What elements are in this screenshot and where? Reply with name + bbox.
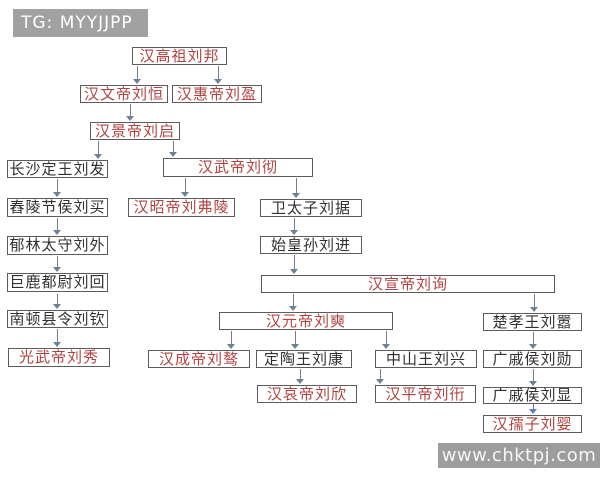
edge-arrow-yuandi-liukang: [291, 331, 300, 349]
arrow-line: [173, 141, 174, 153]
arrow-head-icon: [133, 79, 141, 84]
arrow-line: [57, 256, 58, 268]
edge-arrow-wendi-jingdi: [126, 104, 135, 121]
node-pingdi: 汉平帝刘衎: [375, 385, 476, 403]
node-aidi: 汉哀帝刘欣: [257, 385, 357, 403]
arrow-head-icon: [53, 304, 61, 309]
node-zhaodi: 汉昭帝刘弗陵: [128, 198, 235, 217]
node-liuhui: 巨鹿都尉刘回: [7, 273, 108, 292]
arrow-head-icon: [53, 267, 61, 272]
node-liujin: 始皇孙刘进: [260, 236, 362, 254]
arrow-head-icon: [382, 344, 390, 349]
arrow-line: [294, 218, 295, 231]
arrow-line: [533, 404, 534, 410]
edge-arrow-xuandi-yuandi: [289, 294, 298, 311]
node-liuwai: 郁林太守刘外: [7, 236, 108, 255]
arrow-line: [296, 178, 297, 194]
arrow-head-icon: [290, 230, 298, 235]
arrow-line: [98, 141, 99, 155]
edge-arrow-wudi-liuju: [292, 178, 301, 198]
arrow-head-icon: [529, 344, 537, 349]
arrow-line: [386, 331, 387, 345]
arrow-line: [57, 218, 58, 231]
arrow-head-icon: [214, 79, 222, 84]
arrow-line: [295, 331, 296, 345]
arrow-line: [294, 255, 295, 270]
node-jingdi: 汉景帝刘启: [90, 122, 180, 140]
arrow-head-icon: [291, 344, 299, 349]
arrow-head-icon: [530, 307, 538, 312]
edge-arrow-liuxian-ruzi: [529, 404, 538, 414]
edge-arrow-wudi-zhaodi: [181, 178, 190, 197]
edge-arrow-liujin-xuandi: [290, 255, 299, 274]
arrow-head-icon: [53, 192, 61, 197]
node-yuandi: 汉元帝刘奭: [219, 312, 393, 330]
arrow-head-icon: [227, 344, 235, 349]
arrow-line: [137, 66, 138, 80]
edge-arrow-liuju-liujin: [290, 218, 299, 235]
node-chengdi: 汉成帝刘骜: [148, 350, 250, 368]
arrow-head-icon: [292, 193, 300, 198]
arrow-line: [231, 331, 232, 345]
edge-arrow-yuandi-liuxing: [382, 331, 391, 349]
arrow-head-icon: [126, 116, 134, 121]
node-wendi: 汉文帝刘恒: [80, 85, 168, 103]
edge-arrow-liukang-aidi: [296, 369, 305, 384]
edge-arrow-liufa-liumai: [53, 179, 62, 197]
arrow-line: [300, 369, 301, 380]
arrow-line: [57, 294, 58, 305]
watermark-telegram: TG: MYYJJPP: [13, 9, 148, 37]
node-chuxiao: 楚孝王刘嚣: [483, 313, 582, 331]
arrow-head-icon: [289, 306, 297, 311]
arrow-line: [57, 179, 58, 193]
node-guangwu: 光武帝刘秀: [8, 348, 110, 367]
arrow-head-icon: [529, 409, 537, 414]
node-liufa: 长沙定王刘发: [7, 160, 108, 178]
arrow-line: [533, 332, 534, 345]
arrow-head-icon: [53, 230, 61, 235]
arrow-line: [57, 329, 58, 343]
node-gaozu: 汉高祖刘邦: [132, 47, 227, 65]
arrow-line: [130, 104, 131, 117]
node-liuxing: 中山王刘兴: [375, 350, 477, 368]
arrow-head-icon: [169, 152, 177, 157]
edge-arrow-chuxiao-liuxun: [529, 332, 538, 349]
arrow-head-icon: [94, 154, 102, 159]
arrow-head-icon: [296, 379, 304, 384]
arrow-head-icon: [53, 342, 61, 347]
node-wudi: 汉武帝刘彻: [163, 158, 313, 177]
edge-arrow-jingdi-wudi: [169, 141, 178, 157]
edge-arrow-yuandi-chengdi: [227, 331, 236, 349]
arrow-head-icon: [376, 379, 384, 384]
edge-arrow-liumai-liuwai: [53, 218, 62, 235]
edge-arrow-liuqin-guangwu: [53, 329, 62, 347]
node-ruzi: 汉孺子刘婴: [483, 415, 582, 433]
arrow-head-icon: [290, 269, 298, 274]
arrow-line: [380, 369, 381, 380]
edge-arrow-gaozu-huidi: [214, 66, 223, 84]
node-liukang: 定陶王刘康: [256, 350, 352, 368]
arrow-line: [185, 178, 186, 193]
node-liumai: 舂陵节侯刘买: [7, 198, 108, 217]
arrow-line: [293, 294, 294, 307]
edge-arrow-gaozu-wendi: [133, 66, 142, 84]
edge-arrow-liuwai-liuhui: [53, 256, 62, 272]
arrow-line: [533, 369, 534, 382]
arrow-head-icon: [529, 381, 537, 386]
edge-arrow-liuxing-pingdi: [376, 369, 385, 384]
arrow-line: [534, 294, 535, 308]
watermark-website: www.chktpj.com: [438, 443, 600, 468]
edge-arrow-liuhui-liuqin: [53, 294, 62, 309]
node-liuju: 卫太子刘据: [260, 199, 362, 217]
node-liuqin: 南顿县令刘钦: [7, 310, 108, 328]
node-liuxian: 广戚侯刘显: [483, 387, 582, 404]
edge-arrow-liuxun-liuxian: [529, 369, 538, 386]
arrow-head-icon: [181, 192, 189, 197]
edge-arrow-xuandi-chuxiao: [530, 294, 539, 312]
node-liuxun: 广戚侯刘勋: [483, 350, 582, 368]
arrow-line: [218, 66, 219, 80]
edge-arrow-jingdi-liufa: [94, 141, 103, 159]
node-huidi: 汉惠帝刘盈: [172, 85, 262, 103]
node-xuandi: 汉宣帝刘询: [261, 275, 555, 293]
